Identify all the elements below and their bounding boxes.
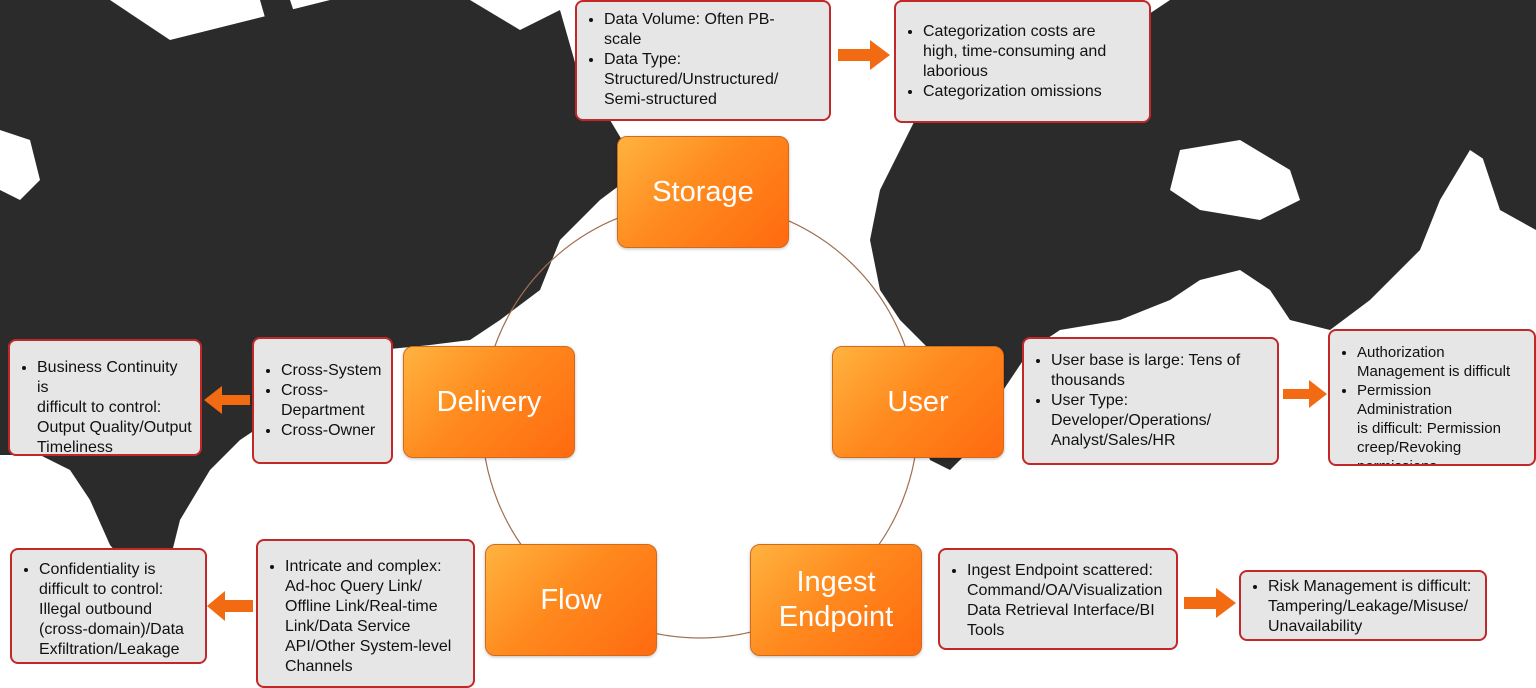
delivery-fact-item: Cross- Department xyxy=(281,381,383,421)
storage-issue-item: Categorization omissions xyxy=(923,82,1141,102)
delivery-fact-item: Cross-Owner xyxy=(281,421,383,441)
user-facts-box: User base is large: Tens of thousands Us… xyxy=(1022,337,1279,465)
delivery-facts-box: Cross-System Cross- Department Cross-Own… xyxy=(252,337,393,464)
delivery-issue-item: Business Continuity is difficult to cont… xyxy=(37,358,192,454)
ingest-facts-box: Ingest Endpoint scattered: Command/OA/Vi… xyxy=(938,548,1178,650)
node-user-label: User xyxy=(887,385,949,418)
node-user[interactable]: User xyxy=(832,346,1004,458)
storage-fact-item: Data Type: Structured/Unstructured/ Semi… xyxy=(604,50,821,110)
storage-fact-item: Data Volume: Often PB- scale xyxy=(604,10,821,50)
arrow-left-icon xyxy=(207,591,253,621)
user-issues-box: Authorization Management is difficult Pe… xyxy=(1328,329,1536,466)
arrow-right-icon xyxy=(1184,588,1236,618)
user-issue-item: Permission Administration is difficult: … xyxy=(1357,381,1526,464)
ingest-fact-item: Ingest Endpoint scattered: Command/OA/Vi… xyxy=(967,561,1168,641)
user-fact-item: User Type: Developer/Operations/ Analyst… xyxy=(1051,391,1269,451)
arrow-right-icon xyxy=(838,40,890,70)
arrow-right-icon xyxy=(1283,380,1327,408)
ingest-issue-item: Risk Management is difficult: Tampering/… xyxy=(1268,577,1477,637)
user-fact-item: User base is large: Tens of thousands xyxy=(1051,351,1269,391)
ingest-issues-box: Risk Management is difficult: Tampering/… xyxy=(1239,570,1487,641)
node-flow-label: Flow xyxy=(540,583,602,616)
storage-facts-box: Data Volume: Often PB- scale Data Type: … xyxy=(575,0,831,121)
node-storage-label: Storage xyxy=(652,175,754,208)
flow-fact-item: Intricate and complex: Ad-hoc Query Link… xyxy=(285,557,465,677)
flow-issue-item: Confidentiality is difficult to control:… xyxy=(39,560,197,660)
storage-issue-item: Categorization costs are high, time-cons… xyxy=(923,22,1141,82)
flow-facts-box: Intricate and complex: Ad-hoc Query Link… xyxy=(256,539,475,688)
delivery-fact-item: Cross-System xyxy=(281,361,383,381)
node-storage[interactable]: Storage xyxy=(617,136,789,248)
node-delivery-label: Delivery xyxy=(436,385,542,418)
user-issue-item: Authorization Management is difficult xyxy=(1357,343,1526,381)
arrow-left-icon xyxy=(204,386,250,414)
storage-issues-box: Categorization costs are high, time-cons… xyxy=(894,0,1151,123)
node-flow[interactable]: Flow xyxy=(485,544,657,656)
flow-issues-box: Confidentiality is difficult to control:… xyxy=(10,548,207,664)
node-delivery[interactable]: Delivery xyxy=(403,346,575,458)
node-ingest-label: Ingest Endpoint xyxy=(778,566,894,633)
node-ingest-endpoint[interactable]: Ingest Endpoint xyxy=(750,544,922,656)
delivery-issues-box: Business Continuity is difficult to cont… xyxy=(8,339,202,456)
